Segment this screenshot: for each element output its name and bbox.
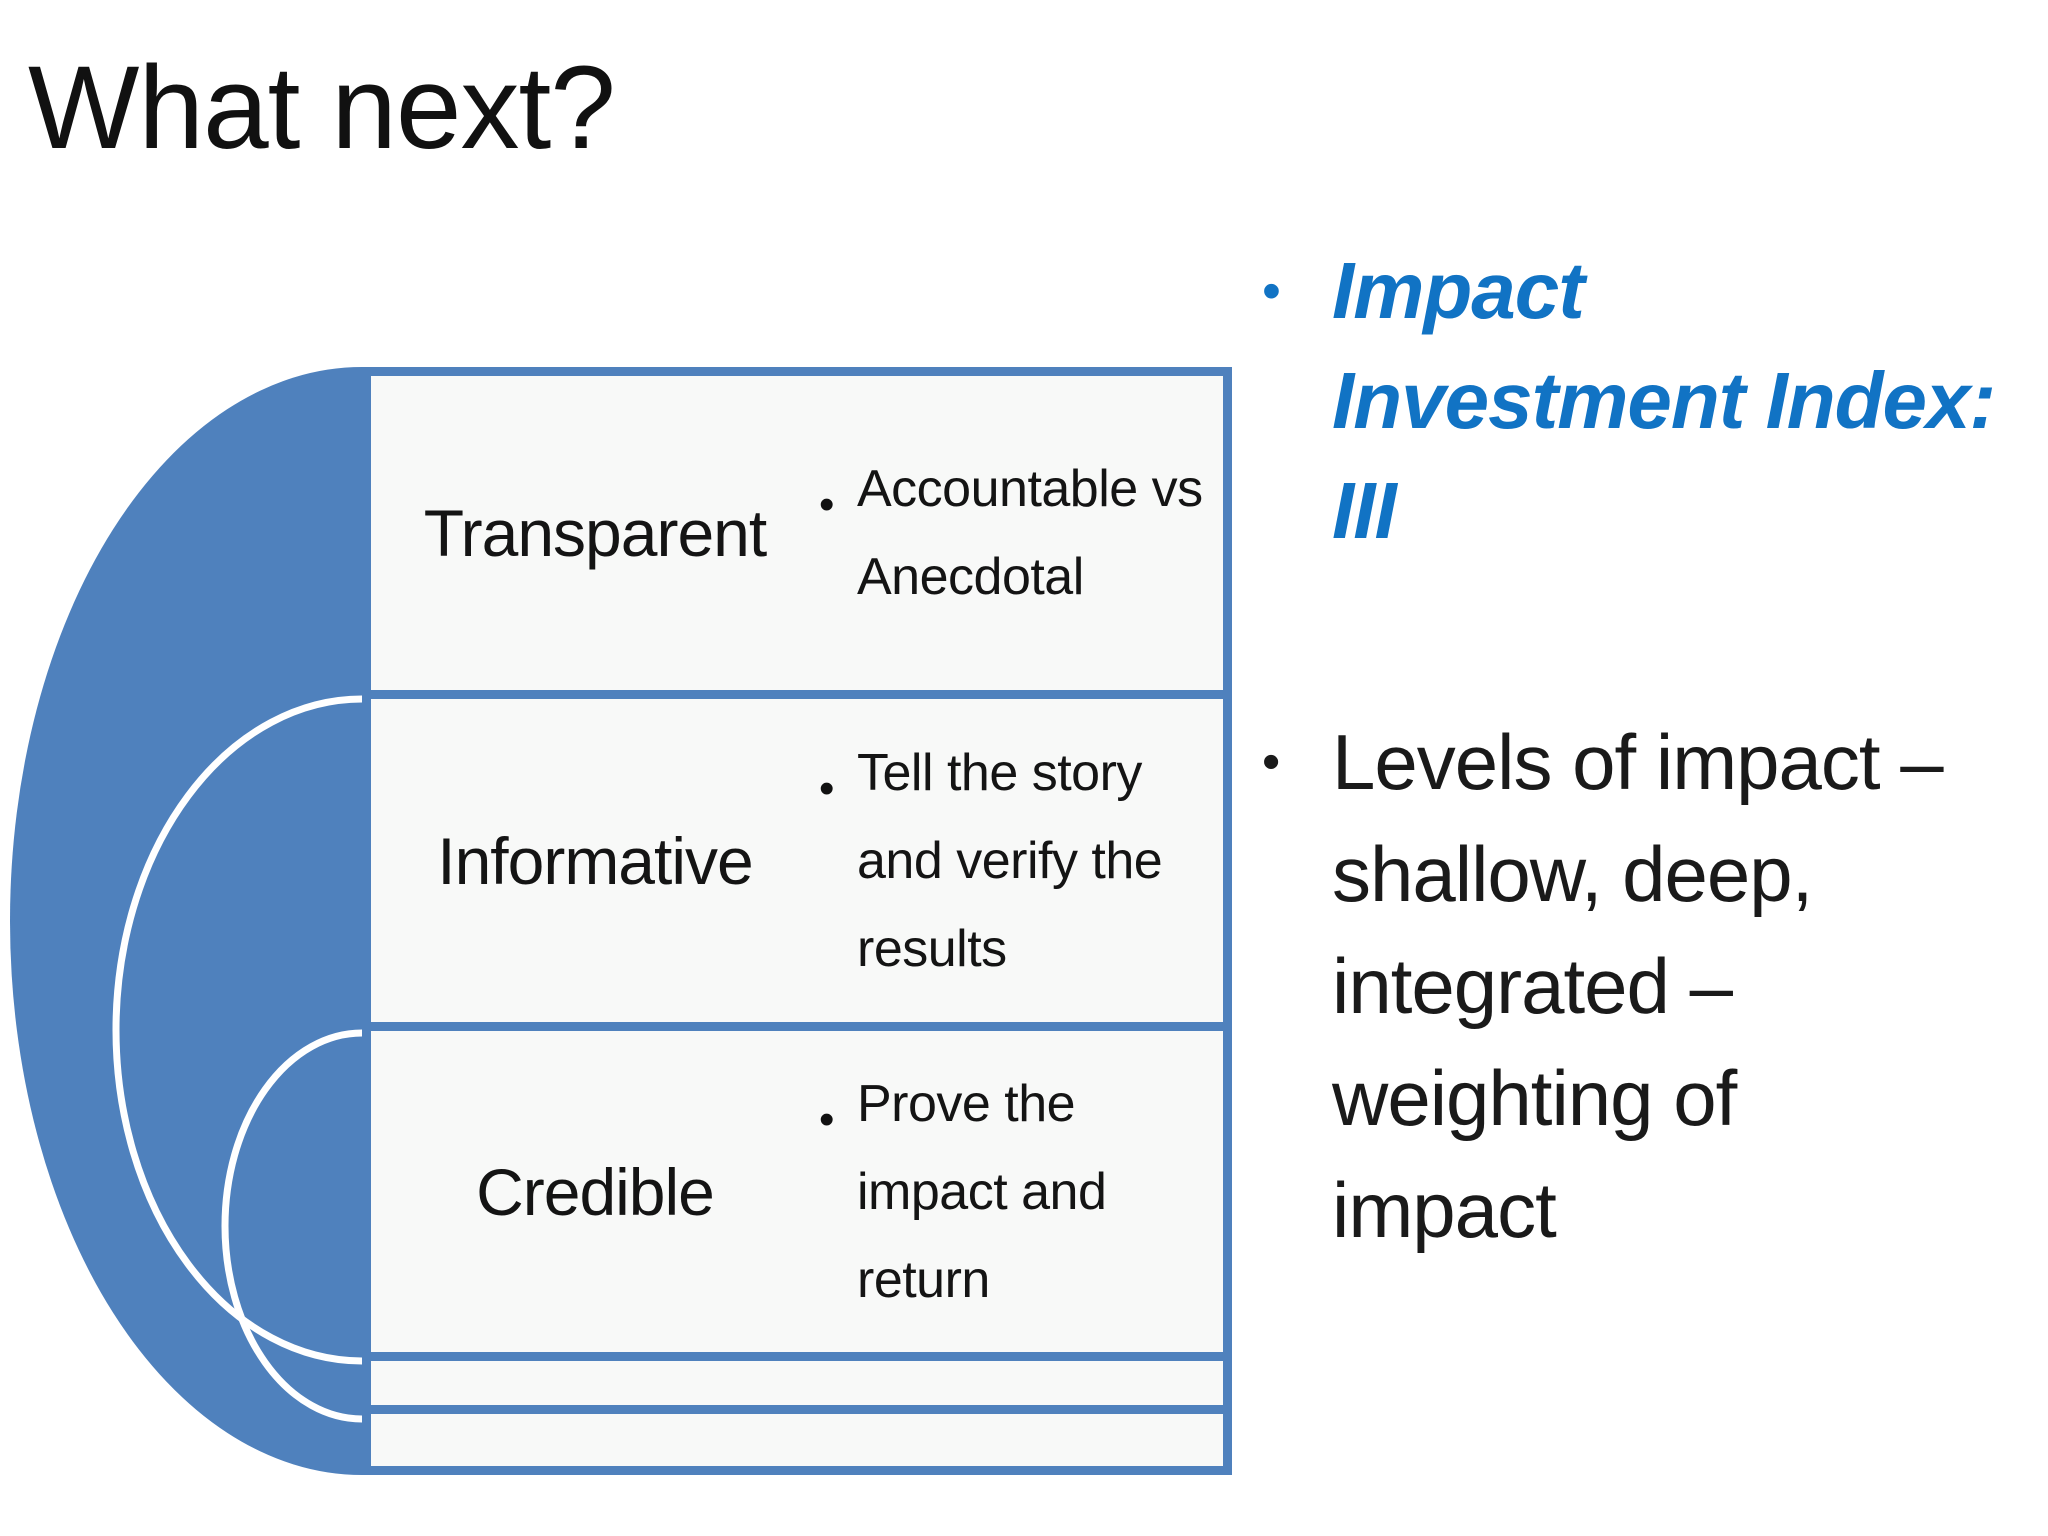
row-bullet: • Accountable vs Anecdotal — [819, 376, 1223, 690]
row-bullet-text: Prove the impact and return — [857, 1074, 1107, 1309]
diagram-row-transparent: Transparent • Accountable vs Anecdotal — [371, 376, 1223, 699]
row-label: Transparent — [423, 496, 767, 570]
bullet-text: Impact Investment Index: III — [1332, 246, 1996, 555]
diagram-empty-row — [371, 1361, 1223, 1414]
row-label: Credible — [476, 1154, 715, 1229]
bullet-dot-icon: • — [819, 1094, 835, 1144]
notes-column: • Impact Investment Index: III • Levels … — [1262, 236, 2046, 1266]
bullet-text: Levels of impact – shallow, deep, integr… — [1332, 718, 1944, 1254]
row-label: Informative — [437, 823, 753, 898]
bullet-dot-icon: • — [819, 763, 835, 813]
outer-circle-shape — [10, 367, 366, 1475]
bullet-levels-of-impact: • Levels of impact – shallow, deep, inte… — [1262, 706, 2046, 1266]
row-bullet: • Prove the impact and return — [819, 1031, 1223, 1352]
slide-title: What next? — [28, 42, 616, 174]
row-bullet-text: Accountable vs Anecdotal — [857, 460, 1203, 606]
stacked-list-diagram: Transparent • Accountable vs Anecdotal I… — [362, 367, 1232, 1475]
bullet-dot-icon: • — [1262, 733, 1281, 791]
diagram-row-credible: Credible • Prove the impact and return — [371, 1031, 1223, 1361]
diagram-empty-row — [371, 1414, 1223, 1466]
bullet-dot-icon: • — [1262, 261, 1281, 321]
row-bullet: • Tell the story and verify the results — [819, 699, 1223, 1022]
concentric-circles-decoration — [10, 367, 366, 1475]
row-bullet-text: Tell the story and verify the results — [857, 743, 1163, 978]
bullet-impact-investment-index: • Impact Investment Index: III — [1262, 236, 2046, 566]
bullet-dot-icon: • — [819, 480, 835, 529]
diagram-row-informative: Informative • Tell the story and verify … — [371, 699, 1223, 1031]
